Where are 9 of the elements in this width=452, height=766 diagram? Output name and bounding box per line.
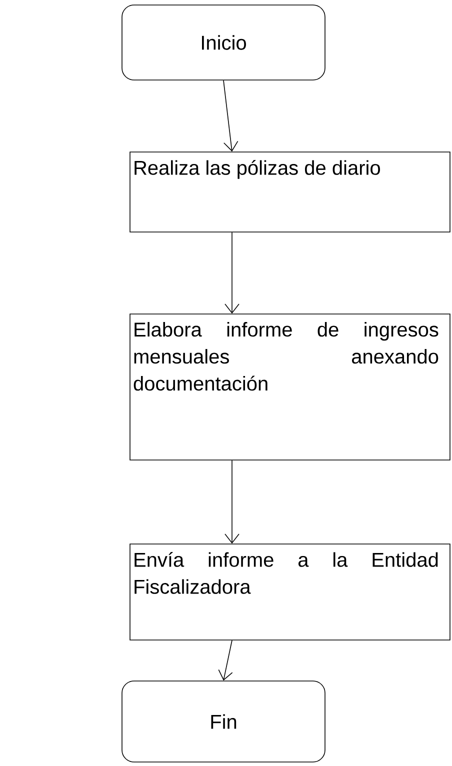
process-box: Elabora informe de ingresos mensuales anexando documentación	[130, 314, 450, 460]
process-box: Envía informe a la Entidad Fiscalizadora	[130, 544, 450, 640]
arrow	[218, 640, 233, 681]
terminal-box: Inicio	[122, 4, 326, 80]
arrow	[224, 460, 240, 544]
process-box: Realiza las pólizas de diario	[130, 152, 450, 232]
arrow	[224, 232, 240, 314]
arrow	[223, 80, 238, 152]
terminal-box: Fin	[122, 680, 326, 762]
